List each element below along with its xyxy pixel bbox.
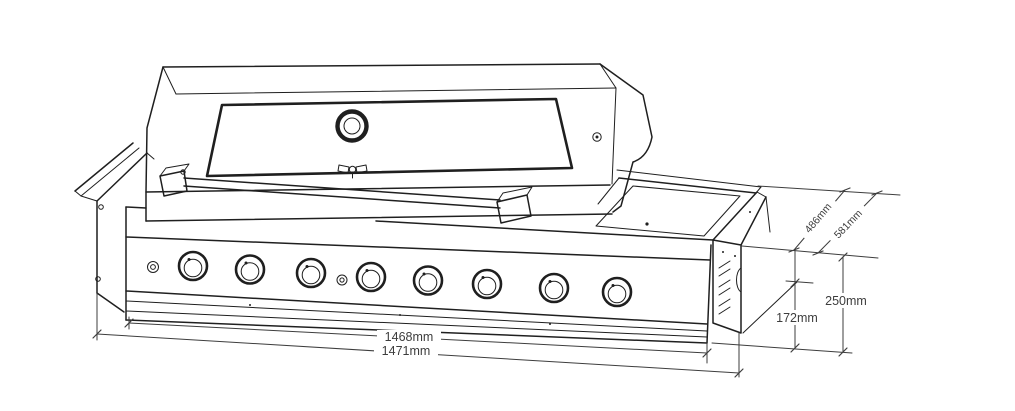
left-mounting-flange: [74, 142, 155, 313]
hood-window: [205, 97, 574, 178]
ignition-button: [147, 261, 159, 273]
control-knob: [538, 272, 570, 304]
control-knob: [471, 268, 503, 300]
flange-screw-hole: [95, 276, 101, 282]
dim-label-rear-height: 172mm: [776, 311, 818, 325]
dim-overall-width: 1471mm: [92, 292, 744, 378]
hood-latch: [337, 164, 368, 179]
control-knob: [355, 261, 387, 293]
rear-bottom-edge: [742, 281, 798, 334]
dim-cutout-width: 1468mm: [124, 316, 712, 364]
dim-front-height: 250mm: [820, 252, 872, 357]
dim-rear-height: 172mm: [772, 249, 822, 353]
control-knob: [295, 257, 327, 289]
control-knob: [234, 254, 266, 285]
control-panel: [147, 250, 633, 308]
right-mounting-flange: [712, 191, 798, 334]
hood-handle: [159, 163, 533, 224]
dim-label-overall-width: 1471mm: [382, 344, 431, 358]
dim-label-front-height: 250mm: [825, 294, 867, 308]
control-knob: [177, 250, 209, 282]
side-shelf: [595, 169, 762, 237]
ignition-button-small: [336, 274, 348, 286]
grill-body: [125, 206, 714, 344]
dim-label-cutout-width: 1468mm: [385, 330, 434, 344]
shelf-igniter-dot: [645, 222, 649, 226]
control-knob: [601, 276, 633, 308]
grill-hood: [145, 63, 653, 224]
vent-slots: [718, 260, 731, 315]
flange-screw-hole: [98, 204, 104, 210]
thermometer-dial: [335, 109, 369, 143]
hood-hinge-pin: [592, 132, 602, 142]
control-knob: [412, 265, 444, 296]
flange-handle-cutout: [736, 267, 742, 293]
